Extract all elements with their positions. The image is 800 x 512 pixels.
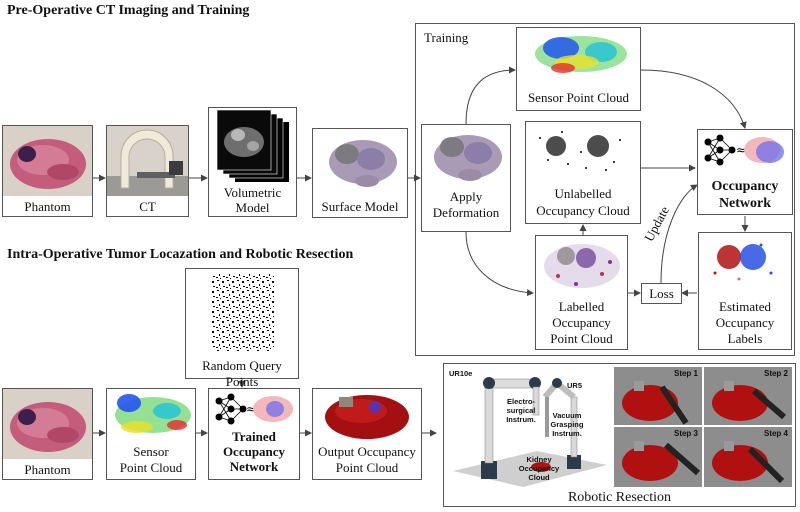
kidney-line1: Kidney — [526, 455, 552, 464]
random-query-label: Random Query Points — [202, 358, 282, 389]
sensor-point-cloud-image — [535, 36, 627, 73]
vacuum-line2: Grasping — [550, 420, 584, 429]
volumetric-model-box: Volumetric Model — [208, 107, 297, 217]
step3-image: Step 3 — [614, 427, 702, 487]
kidney-line2: Occupancy — [518, 464, 560, 473]
trained-line1: Trained — [232, 429, 276, 444]
estimated-labels-image — [713, 243, 773, 281]
surface-model-label: Surface Model — [321, 199, 399, 214]
robot-arms-drawing — [453, 377, 607, 487]
preop-section-title: Pre-Operative CT Imaging and Training — [7, 3, 250, 18]
unlabelled-label-line1: Unlabelled — [554, 186, 612, 201]
output-line1: Output Occupancy — [318, 444, 416, 459]
labelled-label-line3: Point Cloud — [550, 331, 613, 346]
estimated-label-line3: Labels — [727, 331, 763, 346]
labelled-cloud-image — [544, 244, 620, 288]
surface-model-box: Surface Model — [312, 128, 408, 218]
trained-network-icon: ≈ — [215, 393, 293, 425]
surface-model-image — [329, 140, 397, 187]
step1-image: Step 1 — [614, 367, 702, 425]
phantom-label-preop: Phantom — [24, 199, 71, 214]
step4-label: Step 4 — [763, 429, 788, 438]
sensor-point-cloud-training-label: Sensor Point Cloud — [527, 90, 630, 105]
trained-line3: Network — [229, 459, 279, 474]
random-query-points-box: Random Query Points — [185, 268, 299, 389]
step4-image: Step 4 — [704, 427, 792, 487]
robotic-resection-panel — [443, 363, 796, 507]
vacuum-line1: Vacuum — [552, 411, 582, 420]
step2-label: Step 2 — [763, 369, 788, 378]
occupancy-network-box: ≈ Occupancy Network — [697, 129, 793, 215]
output-line2: Point Cloud — [335, 460, 399, 475]
electrosurgical-line3: Instrum. — [506, 415, 536, 424]
sensor-point-cloud-intraop-box: Sensor Point Cloud — [106, 388, 196, 480]
svg-text:≈: ≈ — [246, 402, 256, 416]
phantom-label-intraop: Phantom — [24, 462, 71, 477]
sensor-intraop-line2: Point Cloud — [119, 460, 183, 475]
estimated-label-line2: Occupancy — [715, 315, 775, 330]
training-panel-title: Training — [424, 30, 469, 45]
ct-scanner-image — [107, 126, 188, 196]
sensor-intraop-line1: Sensor — [133, 444, 169, 459]
output-occupancy-box: Output Occupancy Point Cloud — [312, 388, 422, 480]
unlabelled-label-line2: Occupancy Cloud — [536, 203, 630, 218]
unlabelled-occupancy-box: Unlabelled Occupancy Cloud — [525, 121, 641, 224]
sensor-point-cloud-intraop-image — [115, 394, 191, 433]
step1-label: Step 1 — [673, 369, 698, 378]
apply-deformation-box: Apply Deformation — [421, 124, 511, 232]
apply-deformation-line1: Apply — [449, 189, 483, 204]
occupancy-network-line1: Occupancy — [711, 179, 779, 194]
ct-box: CT — [106, 125, 189, 217]
ct-label: CT — [139, 199, 156, 214]
sensor-point-cloud-training-box: Sensor Point Cloud — [516, 27, 641, 111]
trained-line2: Occupancy — [222, 444, 286, 459]
deformed-surface-image — [434, 135, 502, 181]
neural-network-icon: ≈ — [704, 134, 784, 166]
random-query-points-image — [212, 273, 274, 351]
loss-label: Loss — [649, 286, 674, 301]
estimated-labels-box: Estimated Occupancy Labels — [698, 232, 792, 350]
labelled-label-line1: Labelled — [558, 299, 605, 314]
robotic-resection-label: Robotic Resection — [567, 490, 672, 505]
robot-setup-image: UR10e UR5 Electro- surgical Instrum. Vac… — [447, 367, 611, 489]
training-panel — [415, 23, 795, 356]
labelled-occupancy-box: Labelled Occupancy Point Cloud — [535, 235, 628, 350]
phantom-image-intraop — [3, 389, 92, 459]
phantom-image — [3, 126, 92, 196]
intraop-section-title: Intra-Operative Tumor Locazation and Rob… — [7, 247, 354, 262]
ur10e-label: UR10e — [449, 369, 473, 378]
trained-occupancy-network-box: ≈ Trained Occupancy Network — [208, 388, 300, 480]
volumetric-slices-image — [216, 110, 289, 182]
electrosurgical-line2: surgical — [506, 406, 536, 415]
loss-box: Loss — [641, 283, 682, 304]
output-occupancy-image — [325, 395, 409, 439]
volumetric-label-line2: Model — [235, 200, 270, 215]
apply-deformation-line2: Deformation — [432, 205, 500, 220]
unlabelled-cloud-image — [539, 131, 621, 171]
step2-image: Step 2 — [704, 367, 792, 425]
step3-label: Step 3 — [673, 429, 698, 438]
electrosurgical-line1: Electro- — [507, 397, 535, 406]
phantom-box-preop: Phantom — [2, 125, 93, 217]
vacuum-line3: Instrum. — [552, 429, 582, 438]
occupancy-network-line2: Network — [718, 196, 772, 211]
estimated-label-line1: Estimated — [719, 299, 771, 314]
volumetric-label-line1: Volumetric — [223, 185, 282, 200]
kidney-line3: Cloud — [528, 473, 550, 482]
phantom-box-intraop: Phantom — [2, 388, 93, 480]
svg-text:≈: ≈ — [736, 143, 746, 157]
ur5-label: UR5 — [567, 381, 583, 390]
labelled-label-line2: Occupancy — [552, 315, 611, 330]
